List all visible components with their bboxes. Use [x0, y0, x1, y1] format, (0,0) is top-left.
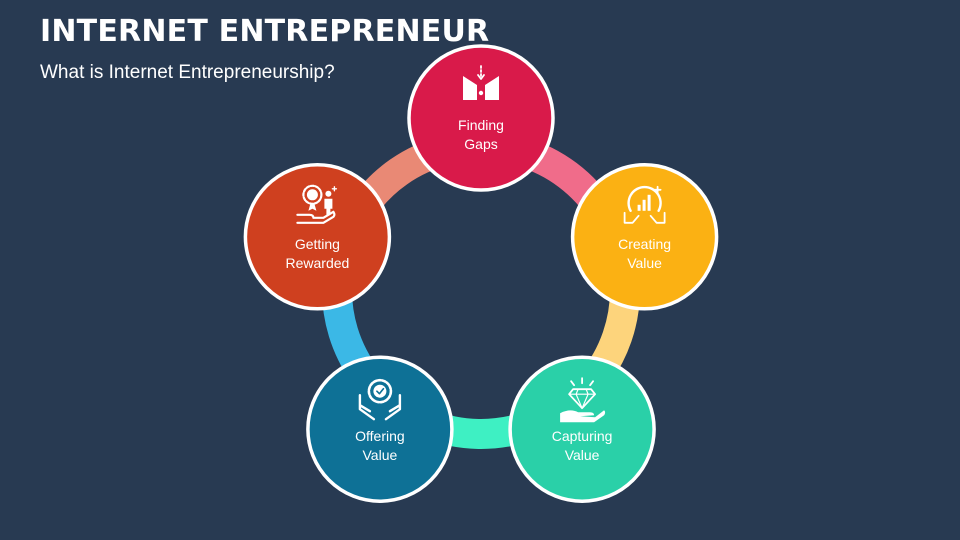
- cycle-node-circle: [508, 355, 656, 503]
- cycle-node-label: Gaps: [464, 136, 497, 152]
- cycle-node-label: Capturing: [552, 428, 613, 444]
- value-growth-icon: [623, 185, 666, 224]
- cycle-node-circle: [243, 163, 392, 311]
- cycle-node-label: Value: [627, 255, 662, 271]
- cycle-node-circle: [570, 163, 719, 311]
- cycle-node-label: Offering: [355, 428, 405, 444]
- slide-title: INTERNET ENTREPRENEUR: [40, 14, 490, 49]
- cycle-node-label: Getting: [295, 236, 340, 252]
- cycle-node-label: Rewarded: [285, 255, 349, 271]
- hands-badge-icon: [358, 378, 402, 421]
- slide-subtitle: What is Internet Entrepreneurship?: [40, 62, 335, 83]
- cycle-node-circle: [407, 44, 555, 192]
- cycle-node-label: Value: [565, 447, 600, 463]
- cycle-node-label: Value: [363, 447, 398, 463]
- cycle-node-circle: [306, 355, 454, 503]
- cycle-nodes: FindingGapsCreatingValueCapturingValueOf…: [243, 44, 719, 503]
- reward-hand-icon: [296, 184, 338, 224]
- cycle-node-label: Finding: [458, 117, 504, 133]
- cycle-node-label: Creating: [618, 236, 671, 252]
- diamond-hand-icon: [560, 377, 606, 423]
- funnel-gap-icon: [463, 65, 499, 100]
